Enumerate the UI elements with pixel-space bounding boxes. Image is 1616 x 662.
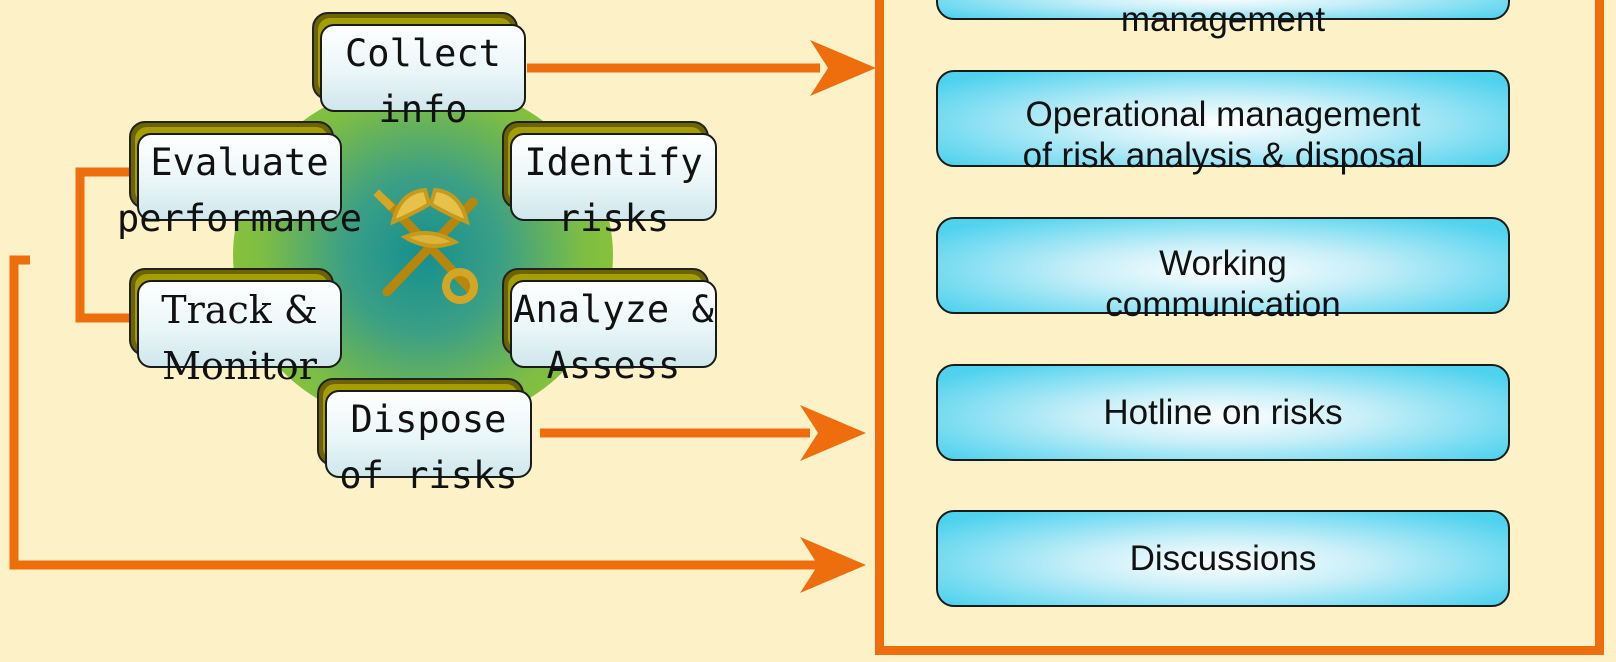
node-label-line2: of risks (339, 454, 518, 497)
panel-item-label: management (1120, 0, 1326, 39)
node-dispose-risks: Dispose of risks (317, 378, 532, 497)
node-box: Analyze & Assess (510, 280, 717, 387)
node-label-line1: Evaluate (150, 141, 329, 184)
panel-item-label: Discussions (1129, 538, 1317, 578)
node-label-line1: Collect (345, 32, 501, 75)
right-panel-frame (875, 0, 1604, 655)
panel-item-discussions: Discussions (936, 510, 1510, 607)
node-box: Dispose of risks (325, 390, 532, 497)
panel-item-label-line2: communication (1105, 285, 1341, 324)
loop-arrowhead (800, 537, 866, 593)
feedback-bracket (75, 167, 130, 323)
node-evaluate-performance: Evaluate performance (117, 121, 362, 240)
dispose-arrowhead (800, 405, 866, 461)
panel-item-label-line1: Operational management (1025, 95, 1421, 134)
node-identify-risks: Identify risks (502, 121, 717, 240)
panel-item-hotline-on-risks: Hotline on risks (936, 364, 1510, 461)
node-label-line2: Assess (546, 344, 681, 387)
feedback-loop-line (9, 255, 820, 570)
panel-item-label-line1: Working (1159, 244, 1287, 283)
node-label-line2: risks (557, 197, 670, 240)
node-label-line2: performance (116, 197, 363, 240)
node-analyze-assess: Analyze & Assess (502, 268, 717, 387)
node-label-line2: Monitor (162, 344, 317, 388)
node-box: Identify risks (510, 133, 717, 240)
panel-item-label-line2: of risk analysis & disposal (1022, 136, 1424, 175)
node-collect-info: Collect info (312, 12, 526, 131)
panel-item-label: Hotline on risks (1103, 392, 1343, 432)
customs-emblem-icon (373, 187, 478, 304)
node-label-line1: Track & (161, 288, 318, 332)
node-box: Track & Monitor (137, 280, 342, 388)
panel-item-operational-management: Operational management of risk analysis … (936, 70, 1510, 175)
node-label-line2: info (378, 88, 468, 131)
collect-arrowhead (810, 40, 876, 96)
node-box: Collect info (320, 24, 526, 131)
node-label-line1: Dispose (350, 398, 507, 441)
node-box: Evaluate performance (117, 133, 362, 240)
panel-item-management: management (936, 0, 1510, 38)
node-label-line1: Analyze & (513, 288, 714, 331)
node-label-line1: Identify (524, 141, 703, 184)
panel-item-working-communication: Working communication (936, 217, 1510, 324)
node-track-monitor: Track & Monitor (129, 268, 342, 388)
